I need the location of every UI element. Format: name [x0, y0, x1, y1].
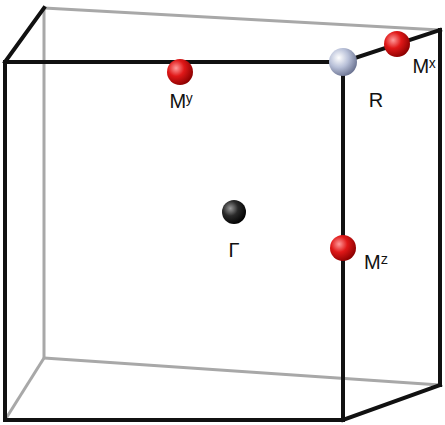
visible-edges	[5, 8, 440, 420]
point-label: Mˣ	[412, 56, 435, 76]
r-point	[329, 48, 357, 76]
point-label: Γ	[228, 240, 239, 260]
point-label: R	[369, 90, 383, 110]
mx-point	[384, 31, 410, 57]
my-point	[167, 59, 193, 85]
high-symmetry-points	[167, 31, 410, 261]
point-label: Mᶻ	[364, 252, 388, 272]
gamma-point	[222, 200, 246, 224]
hidden-edges	[5, 8, 440, 420]
point-label: Mʸ	[169, 91, 192, 111]
mz-point	[330, 235, 356, 261]
